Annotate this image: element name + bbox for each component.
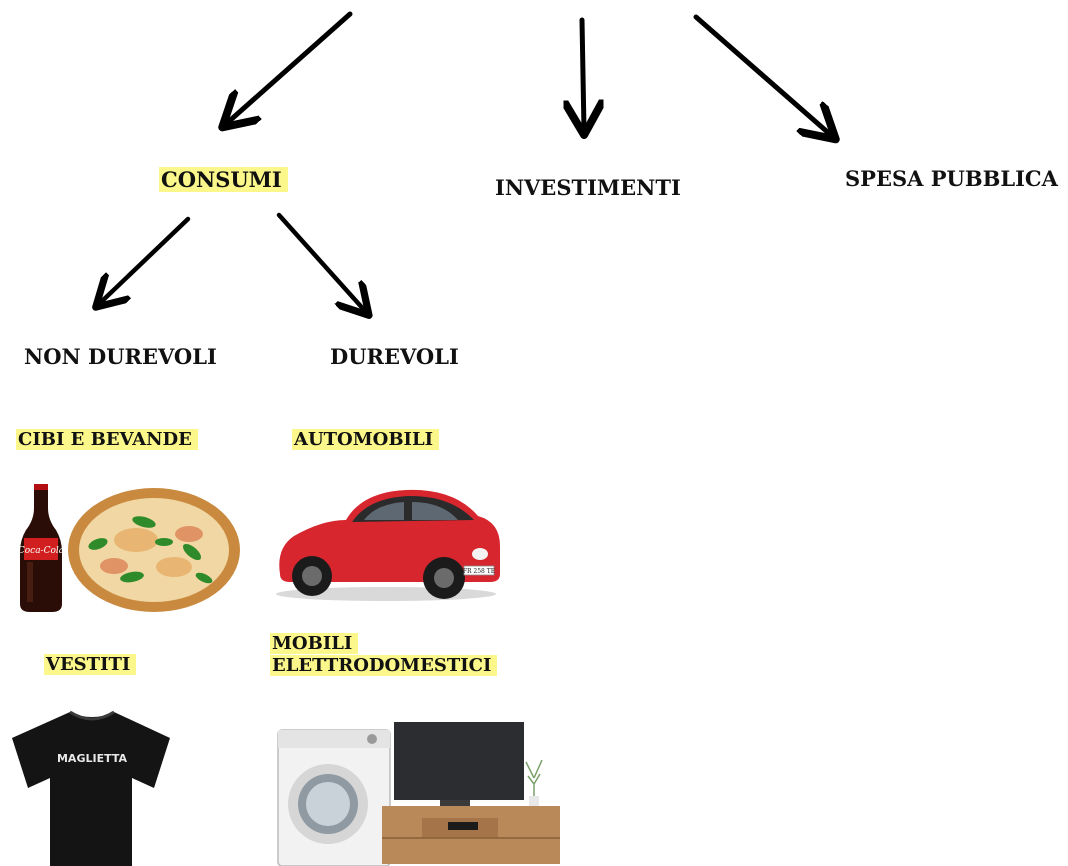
- arrow-to-spesa-pubblica: [693, 14, 832, 136]
- node-automobili: AUTOMOBILI: [292, 429, 440, 451]
- tv-stand-icon: [382, 722, 560, 864]
- consumi-label: CONSUMI: [159, 167, 288, 192]
- automobili-label: AUTOMOBILI: [292, 429, 440, 450]
- elettrodomestici-label: ELETTRODOMESTICI: [270, 654, 498, 676]
- node-investimenti: INVESTIMENTI: [495, 175, 681, 200]
- car-icon: FR 258 TE: [276, 489, 500, 601]
- washing-machine-icon: [277, 729, 391, 866]
- arrow-to-durevoli: [276, 212, 366, 312]
- cibi-bevande-label: CIBI E BEVANDE: [16, 429, 198, 450]
- car-picture: FR 258 TE: [276, 489, 500, 601]
- node-durevoli: DUREVOLI: [330, 344, 459, 369]
- food-drink-picture: Coca-Cola: [18, 484, 240, 612]
- node-vestiti: VESTITI: [44, 654, 137, 676]
- arrow-to-investimenti: [582, 17, 584, 130]
- node-spesa-pubblica: SPESA PUBBLICA: [845, 166, 1058, 191]
- pizza-icon: [68, 488, 240, 612]
- node-cibi-bevande: CIBI E BEVANDE: [16, 429, 198, 451]
- bottle-logo: Coca-Cola: [18, 546, 64, 556]
- tshirt-print: MAGLIETTA: [57, 752, 128, 765]
- node-mobili-elettrodomestici: MOBILI ELETTRODOMESTICI: [270, 633, 498, 676]
- mobili-label: MOBILI: [270, 633, 359, 654]
- appliances-picture: [277, 722, 560, 866]
- node-consumi: CONSUMI: [159, 167, 288, 192]
- tshirt-icon: MAGLIETTA: [12, 710, 170, 866]
- arrow-to-consumi: [226, 11, 353, 124]
- vestiti-label: VESTITI: [44, 654, 137, 675]
- node-non-durevoli: NON DUREVOLI: [24, 344, 217, 369]
- license-plate: FR 258 TE: [463, 568, 495, 575]
- cola-bottle-icon: Coca-Cola: [18, 484, 64, 612]
- arrow-to-non-durevoli: [99, 216, 191, 304]
- tshirt-picture: MAGLIETTA: [12, 710, 170, 866]
